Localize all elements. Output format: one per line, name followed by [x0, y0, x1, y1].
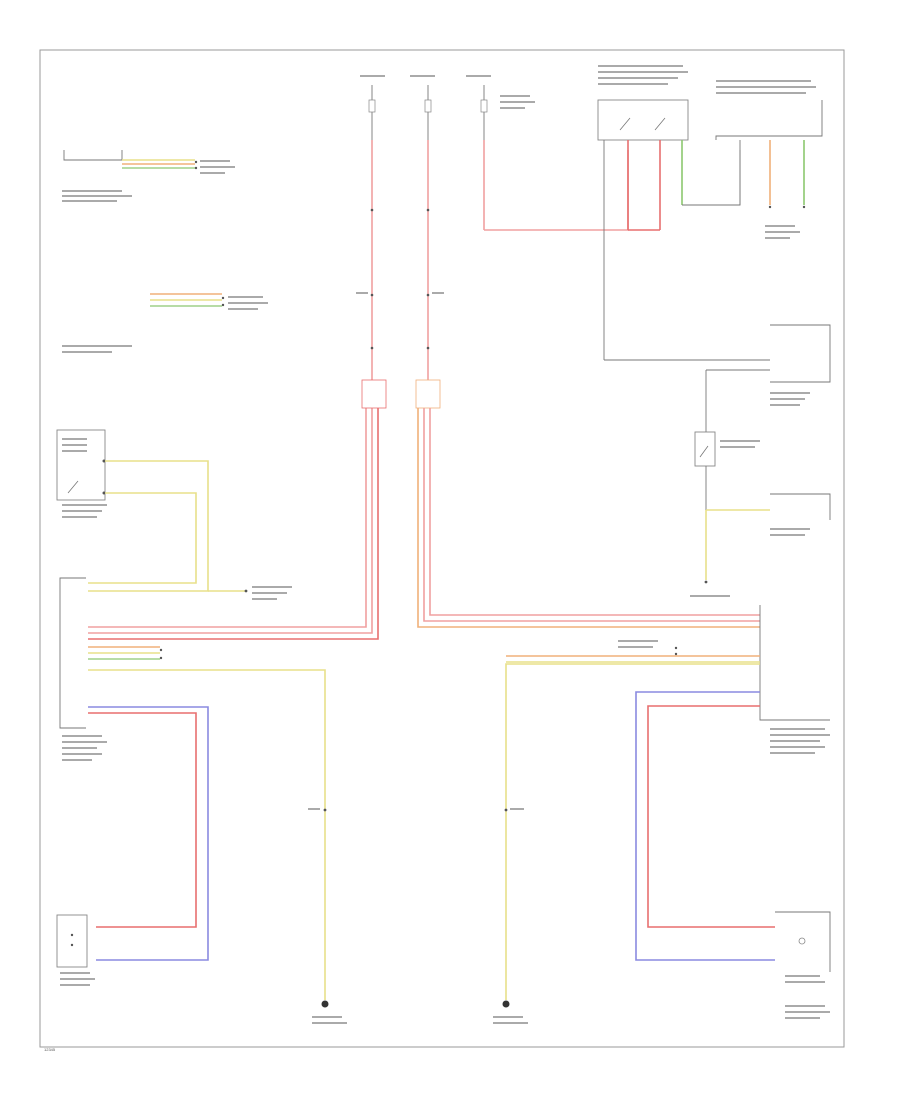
switch-icon [619, 117, 631, 131]
figure-code: 12345 [44, 1047, 56, 1052]
right-sensor [775, 911, 831, 1019]
switch-icon [699, 445, 709, 458]
left-red-bundle [88, 380, 379, 1000]
fuse-block [360, 75, 535, 140]
connector-icon [361, 379, 387, 409]
top-left-module [62, 150, 235, 202]
left-sensor [56, 914, 95, 986]
switch-yellow-wires [88, 460, 292, 600]
ground-left [308, 808, 347, 1024]
left-sensor-wires [88, 706, 209, 961]
ground-icon [321, 1000, 329, 1008]
center-harness [356, 140, 760, 628]
right-control-module [505, 605, 830, 1000]
ground-right [493, 808, 528, 1024]
left-control-module [59, 577, 107, 761]
right-connector-chain [690, 324, 831, 597]
diagram-frame [39, 49, 845, 1048]
left-switch-box [56, 429, 107, 518]
top-right-switch-module [597, 65, 770, 361]
switch-icon [654, 117, 666, 131]
left-cable-group [62, 293, 268, 353]
switch-icon [67, 480, 79, 494]
top-right-module [715, 80, 823, 239]
fuse-icon [424, 99, 432, 113]
connector-icon [415, 379, 441, 409]
ground-icon [502, 1000, 510, 1008]
fuse-icon [368, 99, 376, 113]
fuse-icon [480, 99, 488, 113]
